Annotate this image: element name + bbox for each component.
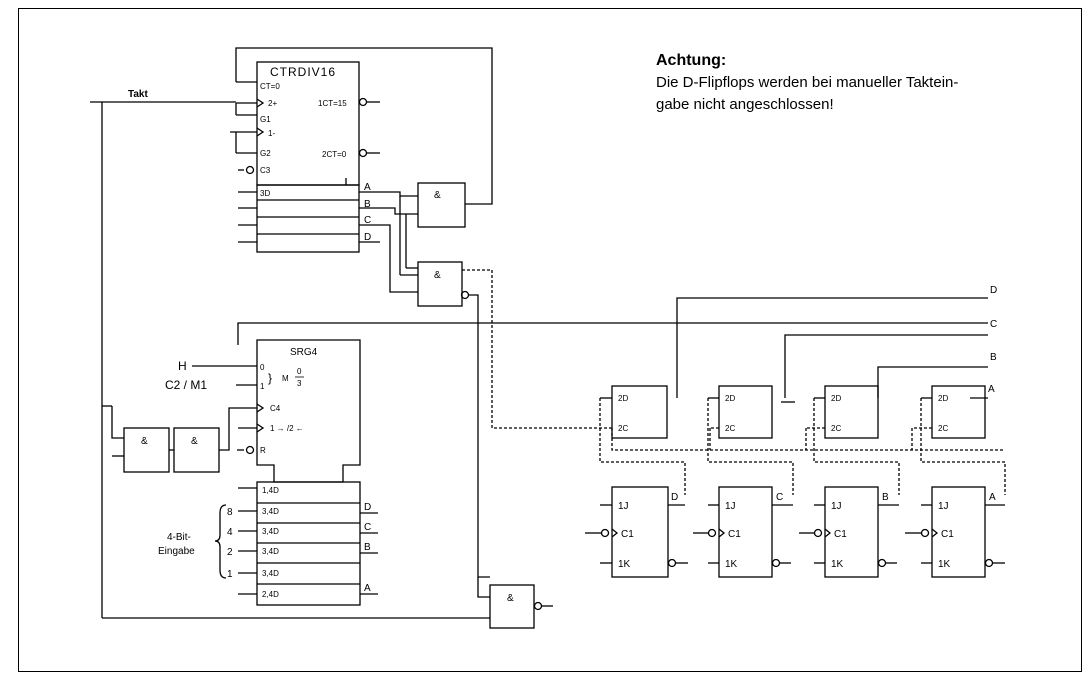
and-gate-1 xyxy=(417,182,466,228)
and-gate-2 xyxy=(417,261,463,307)
counter-out-b: B xyxy=(364,199,371,210)
weight-1: 1 xyxy=(227,569,233,580)
bus-label-a: A xyxy=(988,384,995,395)
and-gate-3 xyxy=(123,427,170,473)
jk-3-out: B xyxy=(882,492,889,503)
srg4-cell-3: 3,4D xyxy=(262,527,279,536)
counter-title: CTRDIV16 xyxy=(270,65,336,79)
and-gate-1-label: & xyxy=(434,190,441,201)
and-gate-4 xyxy=(173,427,220,473)
and-gate-5 xyxy=(489,584,535,629)
counter-input-1: 1- xyxy=(268,129,275,138)
and-gate-5-label: & xyxy=(507,593,514,604)
counter-load: 3D xyxy=(260,189,270,198)
jk-flipflop-2 xyxy=(718,486,773,578)
srg4-mode: M xyxy=(282,374,289,383)
jk-2-c: C1 xyxy=(728,529,741,540)
srg4-cell-2: 3,4D xyxy=(262,507,279,516)
srg4-cell-5: 3,4D xyxy=(262,569,279,578)
srg4-mode-den: 3 xyxy=(297,379,302,388)
jk-1-k: 1K xyxy=(618,559,631,570)
diagram-frame xyxy=(18,8,1082,672)
srg4-out-d: D xyxy=(364,502,371,513)
latch-1-d: 2D xyxy=(618,394,628,403)
jk-4-j: 1J xyxy=(938,501,949,512)
srg4-out-a: A xyxy=(364,583,371,594)
counter-out-a: A xyxy=(364,182,371,193)
bus-label-c: C xyxy=(990,319,997,330)
srg4-cell-4: 3,4D xyxy=(262,547,279,556)
srg4-cell-1: 1,4D xyxy=(262,486,279,495)
jk-flipflop-1 xyxy=(611,486,669,578)
d-latch-2 xyxy=(718,385,773,439)
counter-g1: G1 xyxy=(260,115,271,124)
bus-label-d: D xyxy=(990,285,997,296)
latch-4-d: 2D xyxy=(938,394,948,403)
latch-4-c: 2C xyxy=(938,424,948,433)
srg4-mode-num: 0 xyxy=(297,367,302,376)
counter-ct0: CT=0 xyxy=(260,82,280,91)
and-gate-4-label: & xyxy=(191,436,198,447)
and-gate-3-label: & xyxy=(141,436,148,447)
jk-flipflop-3 xyxy=(824,486,879,578)
h-label: H xyxy=(178,359,187,373)
jk-3-c: C1 xyxy=(834,529,847,540)
c2m1-label: C2 / M1 xyxy=(165,378,207,392)
d-latch-1 xyxy=(611,385,668,439)
latch-2-c: 2C xyxy=(725,424,735,433)
jk-3-j: 1J xyxy=(831,501,842,512)
srg4-out-c: C xyxy=(364,522,371,533)
jk-1-j: 1J xyxy=(618,501,629,512)
jk-1-out: D xyxy=(671,492,678,503)
weight-4: 4 xyxy=(227,527,233,538)
srg4-shift: 1 → /2 ← xyxy=(270,424,304,433)
weight-2: 2 xyxy=(227,547,233,558)
note-line-2: gabe nicht angeschlossen! xyxy=(656,96,834,113)
shift-register-srg4 xyxy=(256,339,361,606)
note-title: Achtung: xyxy=(656,52,727,69)
latch-2-d: 2D xyxy=(725,394,735,403)
srg4-brace: } xyxy=(268,371,272,385)
clock-label: Takt xyxy=(128,89,148,100)
srg4-c4: C4 xyxy=(270,404,281,413)
d-latch-4 xyxy=(931,385,986,439)
jk-3-k: 1K xyxy=(831,559,844,570)
jk-1-c: C1 xyxy=(621,529,634,540)
counter-g2: G2 xyxy=(260,149,271,158)
srg4-in0: 0 xyxy=(260,363,265,372)
counter-input-2: 2+ xyxy=(268,99,277,108)
jk-2-j: 1J xyxy=(725,501,736,512)
and-gate-2-label: & xyxy=(434,270,441,281)
note-line-1: Die D-Flipflops werden bei manueller Tak… xyxy=(656,74,959,91)
jk-4-k: 1K xyxy=(938,559,951,570)
srg4-out-b: B xyxy=(364,542,371,553)
input-label-1: 4-Bit- xyxy=(167,532,191,543)
srg4-title: SRG4 xyxy=(290,347,318,358)
d-latch-3 xyxy=(824,385,879,439)
jk-2-k: 1K xyxy=(725,559,738,570)
latch-3-d: 2D xyxy=(831,394,841,403)
counter-ctrdiv16 xyxy=(256,61,360,253)
srg4-cell-6: 2,4D xyxy=(262,590,279,599)
latch-3-c: 2C xyxy=(831,424,841,433)
jk-4-c: C1 xyxy=(941,529,954,540)
counter-out-c: C xyxy=(364,215,371,226)
srg4-in1: 1 xyxy=(260,382,265,391)
jk-2-out: C xyxy=(776,492,783,503)
latch-1-c: 2C xyxy=(618,424,628,433)
srg4-reset: R xyxy=(260,446,266,455)
counter-c3: C3 xyxy=(260,166,271,175)
bus-label-b: B xyxy=(990,352,997,363)
counter-out-d: D xyxy=(364,232,371,243)
warning-note: Achtung: Die D-Flipflops werden bei manu… xyxy=(656,50,958,116)
jk-flipflop-4 xyxy=(931,486,986,578)
jk-4-out: A xyxy=(989,492,996,503)
input-label-2: Eingabe xyxy=(158,546,195,557)
counter-ct0-out: 2CT=0 xyxy=(322,150,347,159)
counter-ct15: 1CT=15 xyxy=(318,99,347,108)
weight-8: 8 xyxy=(227,507,233,518)
